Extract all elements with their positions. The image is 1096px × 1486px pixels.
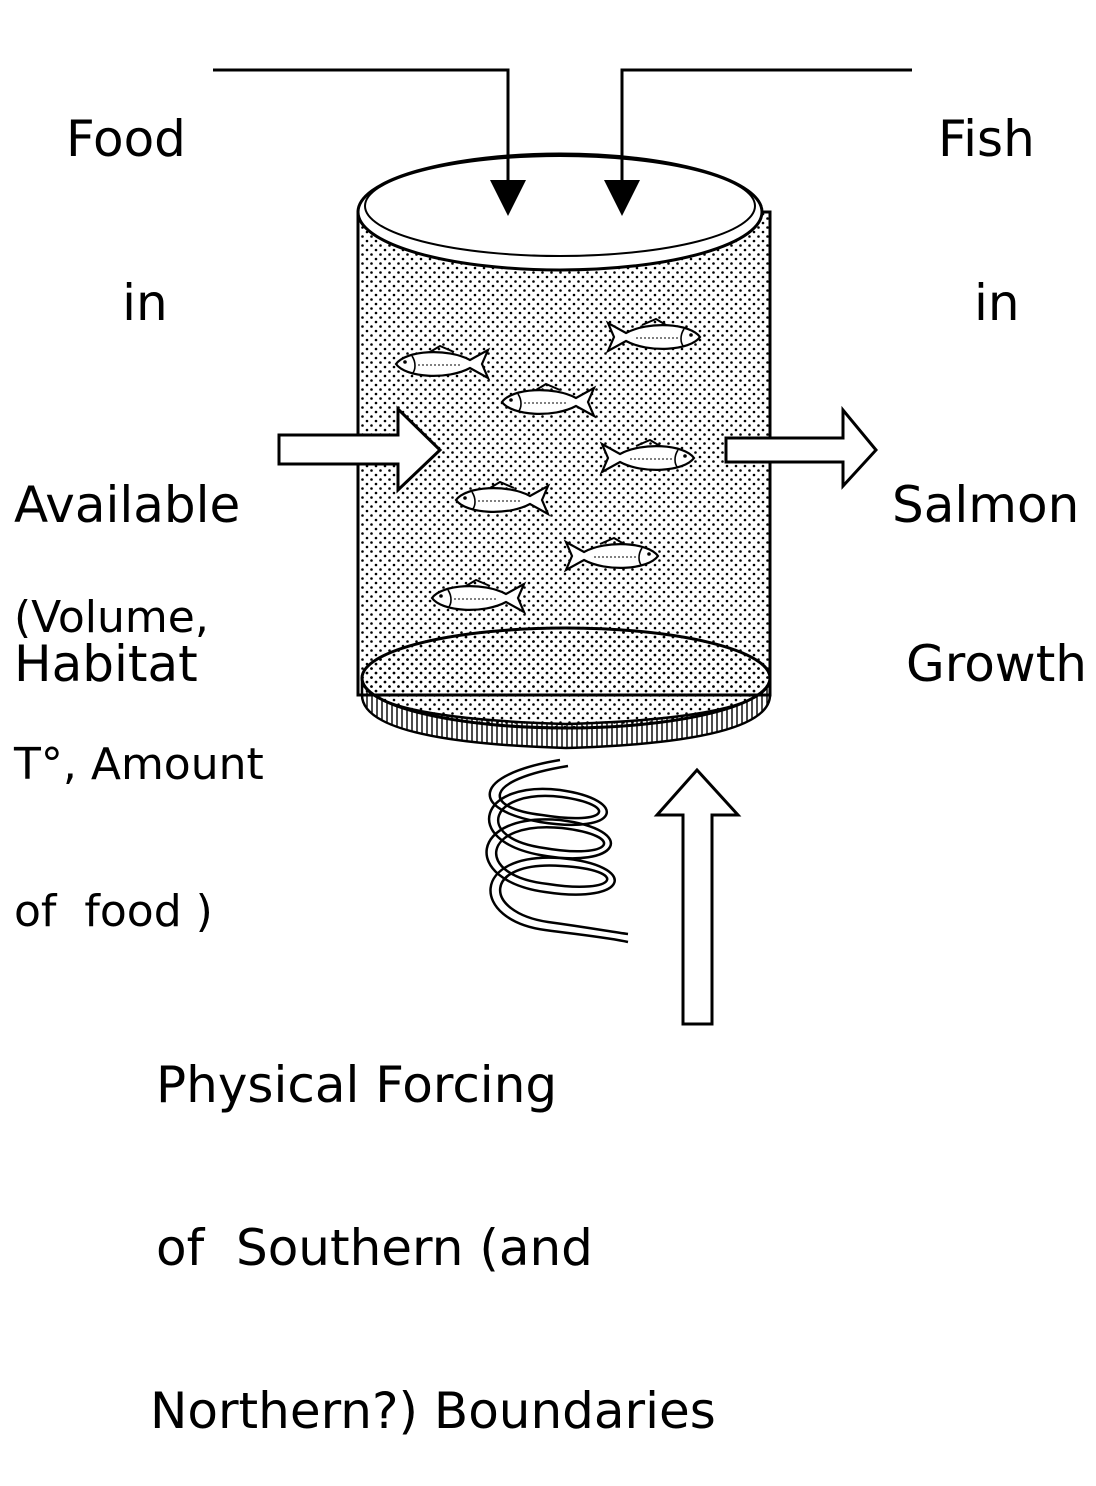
forcing-line-2: of Southern (and xyxy=(156,1223,716,1273)
habitat-line-3: (Volume, xyxy=(14,596,264,640)
container-bottom-disc xyxy=(362,628,770,728)
habitat-details: (Volume, T°, Amount of food ) xyxy=(14,508,264,978)
forcing-label: Physical Forcing of Southern (and Northe… xyxy=(156,960,716,1486)
habitat-line-4: T°, Amount xyxy=(14,743,264,787)
growth-line-2: Growth xyxy=(906,639,1087,689)
habitat-line-5: of food ) xyxy=(14,890,264,934)
growth-line-1: Salmon xyxy=(892,480,1087,530)
growth-label: Salmon Growth xyxy=(892,380,1087,739)
forcing-line-1: Physical Forcing xyxy=(156,1060,716,1110)
forcing-line-3: Northern?) Boundaries xyxy=(150,1386,716,1436)
food-in-label: Food in xyxy=(66,14,186,378)
fish-in-label: Fish in xyxy=(938,14,1035,378)
spring-icon xyxy=(487,760,628,942)
